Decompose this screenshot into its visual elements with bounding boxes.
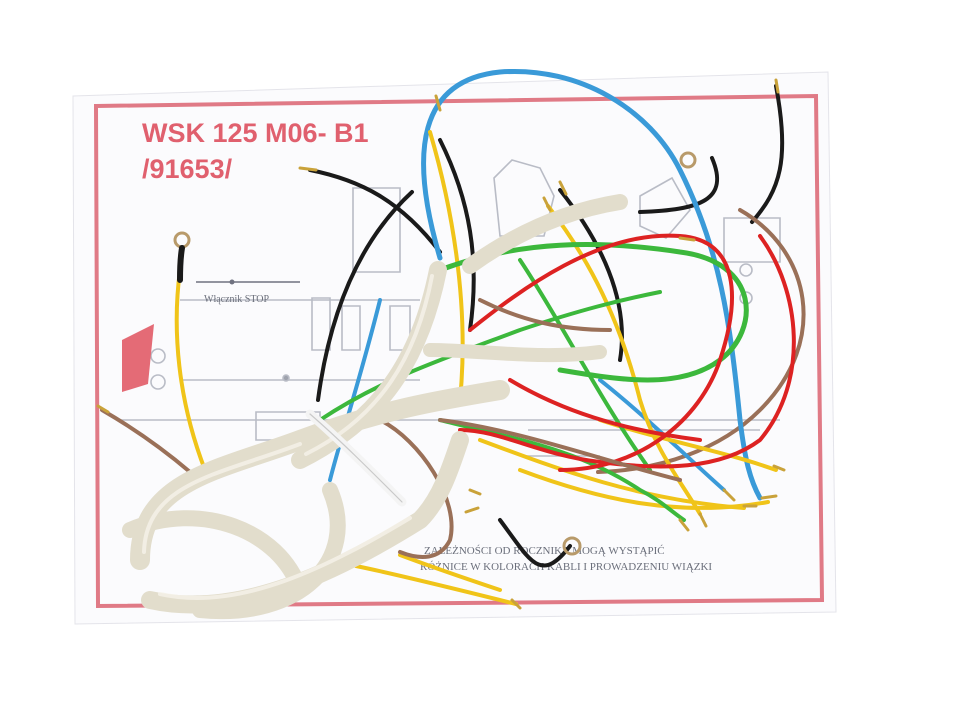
sleeve xyxy=(291,261,447,469)
disclaimer-line-2: RÓŻNICE W KOLORACH KABLI I PROWADZENIU W… xyxy=(420,561,712,573)
yellow-wire xyxy=(398,553,502,592)
brown-wire xyxy=(596,208,806,474)
black-wire xyxy=(750,84,785,224)
switch-label: Włącznik STOP xyxy=(204,294,270,305)
terminal-pins xyxy=(96,78,786,610)
brown-wire xyxy=(100,408,192,474)
zip-tie-outline xyxy=(309,413,403,503)
green-wire xyxy=(318,290,662,422)
blue-wire xyxy=(328,298,382,482)
sleeve xyxy=(130,380,510,570)
blue-wire xyxy=(421,68,763,501)
red-wire xyxy=(468,233,734,472)
brown-wire xyxy=(378,418,454,559)
wire-harness xyxy=(96,68,806,620)
disclaimer-line-1: ZALEŻNOŚCI OD ROCZNIKA MOGĄ WYSTĄPIĆ xyxy=(424,545,665,557)
red-wedge-mark xyxy=(122,324,154,392)
brown-wire xyxy=(438,418,682,482)
ring-terminal-top-right xyxy=(679,151,697,169)
black-wire xyxy=(638,156,720,214)
sleeve xyxy=(462,194,628,274)
sleeve xyxy=(122,510,308,598)
sheet-frame xyxy=(93,93,825,609)
yellow-wire xyxy=(478,438,746,510)
black-wire xyxy=(316,190,414,402)
ring-terminal-bottom xyxy=(562,536,582,556)
black-wire xyxy=(308,168,442,254)
brown-wire xyxy=(478,298,612,332)
yellow-wire xyxy=(518,468,770,510)
harness-sleeves xyxy=(122,194,628,620)
yellow-wire xyxy=(174,268,207,472)
sleeve xyxy=(423,343,607,363)
black-wire xyxy=(498,518,572,568)
sheet-part-number: /91653/ xyxy=(142,154,233,184)
red-wire xyxy=(508,378,702,442)
red-wire xyxy=(458,234,796,469)
stop-switch-contact xyxy=(229,279,235,285)
sheet-title: WSK 125 M06- B1 xyxy=(142,118,369,148)
black-wire xyxy=(438,138,476,332)
sleeve xyxy=(192,482,346,620)
black-wire xyxy=(177,245,185,283)
yellow-wire xyxy=(354,564,518,606)
ring-terminal xyxy=(173,151,697,556)
yellow-wire xyxy=(428,130,465,402)
green-wire xyxy=(437,242,749,383)
